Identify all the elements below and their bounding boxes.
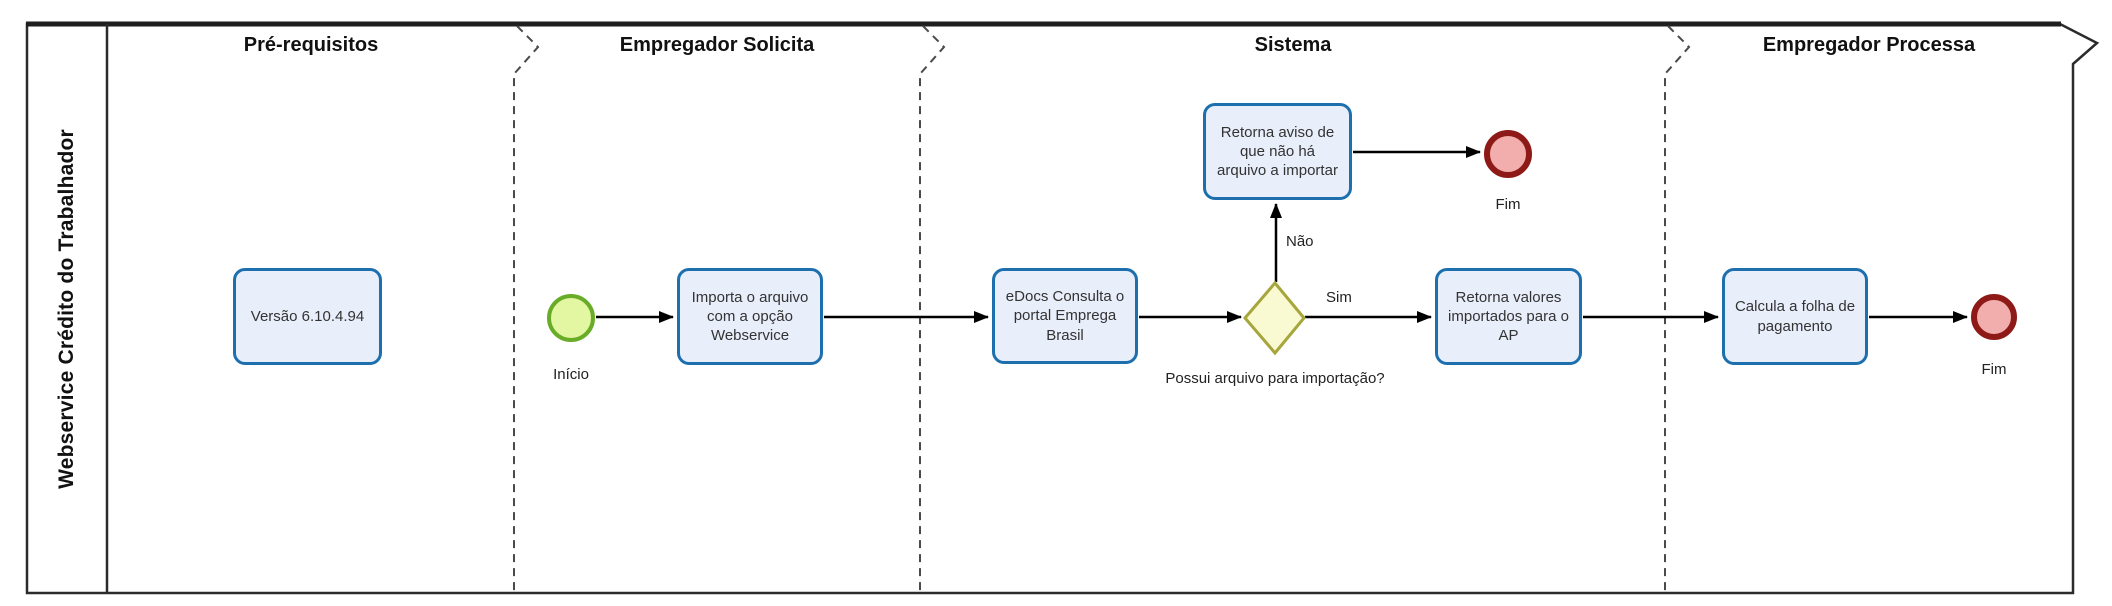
edge-label-sim: Sim	[1326, 289, 1352, 306]
task-edocs-consulta-label: eDocs Consulta o portal Emprega Brasil	[1005, 288, 1125, 344]
lane-header-empregador-solicita: Empregador Solicita	[619, 34, 815, 56]
task-retorna-valores-label: Retorna valores importados para o AP	[1448, 288, 1569, 345]
end-event-final-label: Fim	[1981, 361, 2007, 378]
edge-label-nao: Não	[1286, 233, 1314, 250]
lane-divider-1	[513, 25, 540, 592]
task-retorna-aviso-label: Retorna aviso de que não há arquivo a im…	[1217, 123, 1338, 180]
task-calcula-folha-label: Calcula a folha de pagamento	[1734, 298, 1856, 335]
task-edocs-consulta[interactable]: eDocs Consulta o portal Emprega Brasil	[992, 268, 1138, 364]
pool-title-band: Webservice Crédito do Trabalhador	[27, 24, 107, 593]
lane-divider-3	[1664, 25, 1691, 592]
lane-header-empregador-processa: Empregador Processa	[1762, 34, 1976, 56]
gateway-question-label: Possui arquivo para importação?	[1165, 370, 1385, 387]
task-retorna-valores[interactable]: Retorna valores importados para o AP	[1435, 268, 1582, 365]
end-event-aviso-label: Fim	[1495, 196, 1521, 213]
pool-title: Webservice Crédito do Trabalhador	[55, 128, 78, 489]
lane-divider-2	[919, 25, 946, 592]
lane-header-pre-requisitos: Pré-requisitos	[243, 34, 379, 56]
end-event-aviso[interactable]	[1484, 130, 1532, 178]
task-importa-arquivo[interactable]: Importa o arquivo com a opção Webservice	[677, 268, 823, 365]
task-calcula-folha[interactable]: Calcula a folha de pagamento	[1722, 268, 1868, 365]
start-event[interactable]	[547, 294, 595, 342]
end-event-final[interactable]	[1971, 294, 2017, 340]
start-event-label: Início	[553, 366, 589, 383]
lane-header-sistema: Sistema	[1254, 34, 1332, 56]
task-versao-label: Versão 6.10.4.94	[250, 307, 365, 325]
task-importa-arquivo-label: Importa o arquivo com a opção Webservice	[691, 288, 809, 345]
gateway-shape[interactable]	[1243, 280, 1306, 356]
task-retorna-aviso[interactable]: Retorna aviso de que não há arquivo a im…	[1203, 103, 1352, 200]
task-versao[interactable]: Versão 6.10.4.94	[233, 268, 382, 365]
